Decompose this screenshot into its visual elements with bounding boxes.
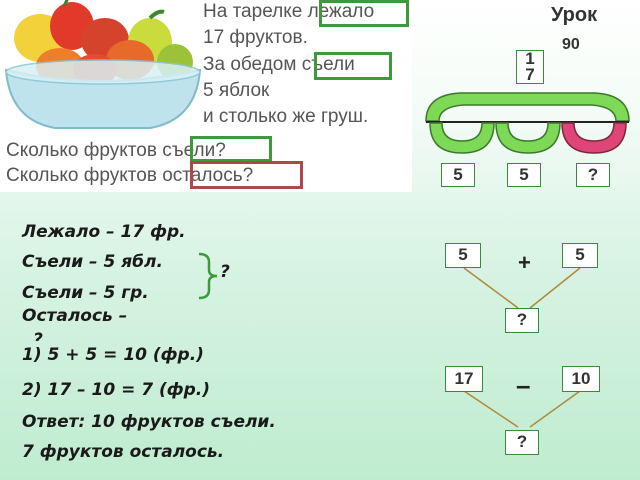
answer-line-2: 7 фруктов осталось. xyxy=(22,442,225,462)
note-remain: Осталось – xyxy=(22,306,128,326)
brace-question: ? xyxy=(220,262,230,282)
highlight-ate-word xyxy=(314,52,392,80)
question-1: Сколько фруктов съели? xyxy=(6,140,226,161)
plus-sign: + xyxy=(518,250,531,275)
addition-diagram-lines xyxy=(463,267,581,309)
lesson-title: Урок xyxy=(551,4,598,26)
sub-result-box: ? xyxy=(505,430,539,455)
highlight-lay-word xyxy=(319,0,409,27)
minus-sign: – xyxy=(516,370,531,400)
highlight-q2-word xyxy=(190,161,303,189)
answer-line-1: Ответ: 10 фруктов съели. xyxy=(22,412,276,432)
add-left-box: 5 xyxy=(445,243,481,268)
subtraction-diagram-lines xyxy=(463,390,581,428)
sub-left-box: 17 xyxy=(445,366,483,392)
sub-right-box: 10 xyxy=(562,366,600,392)
total-box: 1 7 xyxy=(516,50,544,84)
note-ate-pears: Съели – 5 гр. xyxy=(22,283,149,303)
highlight-q1-word xyxy=(190,136,272,162)
curly-brace-icon xyxy=(198,252,218,300)
unknown-box: ? xyxy=(576,163,610,187)
problem-line-1: На тарелке лежало xyxy=(203,1,375,22)
problem-line-2: 17 фруктов. xyxy=(203,27,308,48)
problem-line-4: 5 яблок xyxy=(203,80,270,101)
note-lay: Лежало – 17 фр. xyxy=(22,222,186,242)
note-ate-apples: Съели – 5 ябл. xyxy=(22,252,163,272)
question-2: Сколько фруктов осталось? xyxy=(6,165,254,186)
problem-panel: На тарелке лежало 17 фруктов. За обедом … xyxy=(0,0,412,192)
problem-line-5: и столько же груш. xyxy=(203,106,369,127)
fruit-bowl-image xyxy=(4,0,202,129)
add-right-box: 5 xyxy=(562,243,598,268)
part-box-1: 5 xyxy=(441,163,475,187)
note-remain-question: ? xyxy=(33,330,43,342)
add-result-box: ? xyxy=(505,308,539,333)
solution-step-2: 2) 17 – 10 = 7 (фр.) xyxy=(22,380,211,400)
part-whole-arc-scheme xyxy=(425,92,630,154)
lesson-number: 90 xyxy=(562,36,580,53)
solution-step-1: 1) 5 + 5 = 10 (фр.) xyxy=(22,345,204,365)
part-box-2: 5 xyxy=(507,163,541,187)
